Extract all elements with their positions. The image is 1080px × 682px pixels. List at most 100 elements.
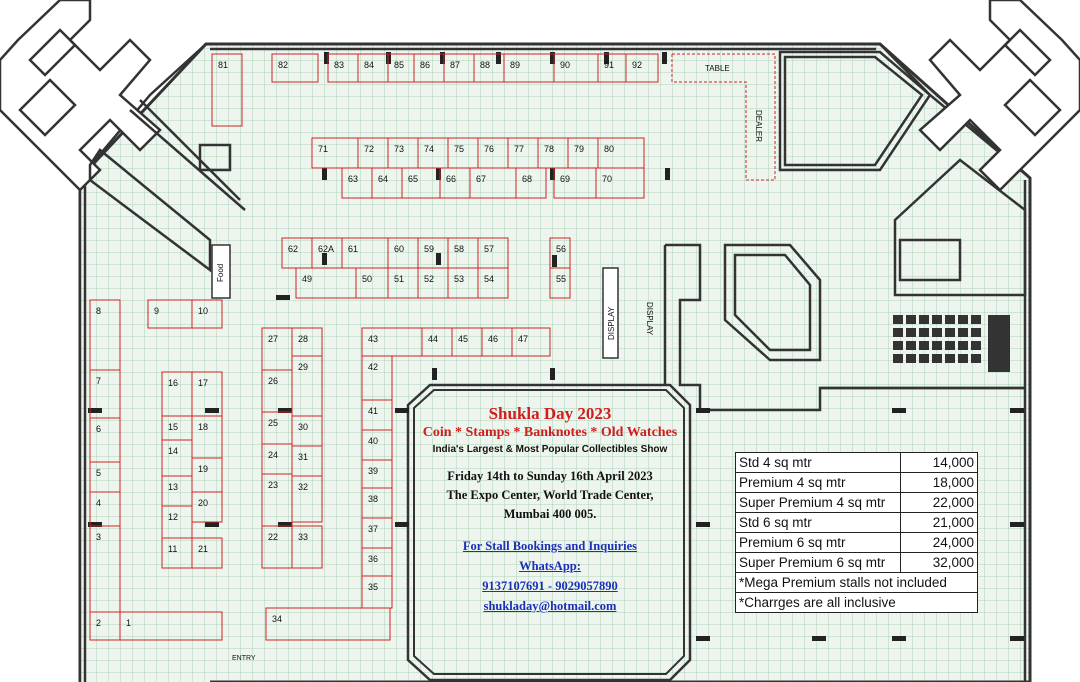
stall-number: 39 — [368, 466, 378, 476]
stall-number: 57 — [484, 244, 494, 254]
stall-number: 81 — [218, 60, 228, 70]
food-counter — [211, 244, 231, 299]
stall-3[interactable] — [89, 525, 121, 613]
seat — [971, 341, 981, 350]
stall-number: 14 — [168, 446, 178, 456]
stall-82[interactable] — [271, 53, 319, 83]
stall-number: 3 — [96, 532, 101, 542]
stall-number: 35 — [368, 582, 378, 592]
stall-price: 14,000 — [900, 452, 978, 473]
stall-number: 77 — [514, 144, 524, 154]
stall-number: 23 — [268, 480, 278, 490]
stall-81[interactable] — [211, 53, 243, 127]
stall-80[interactable] — [597, 137, 645, 169]
stall-8[interactable] — [89, 299, 121, 371]
stall-1[interactable] — [119, 611, 223, 641]
stall-7[interactable] — [89, 369, 121, 419]
stall-number: 17 — [198, 378, 208, 388]
stall-type: Std 6 sq mtr — [735, 512, 901, 533]
stall-number: 16 — [168, 378, 178, 388]
stall-number: 21 — [198, 544, 208, 554]
stall-number: 47 — [518, 334, 528, 344]
stall-number: 83 — [334, 60, 344, 70]
event-info-panel: Shukla Day 2023 Coin * Stamps * Banknote… — [414, 400, 686, 616]
stall-number: 62 — [288, 244, 298, 254]
seat — [893, 354, 903, 363]
table-label: TABLE — [705, 64, 730, 73]
stall-number: 60 — [394, 244, 404, 254]
seat — [906, 354, 916, 363]
event-dates: Friday 14th to Sunday 16th April 2023 — [447, 469, 653, 483]
stall-number: 37 — [368, 524, 378, 534]
stall-number: 41 — [368, 406, 378, 416]
stall-10[interactable] — [191, 299, 223, 329]
stall-12[interactable] — [161, 505, 193, 539]
stall-price: 21,000 — [900, 512, 978, 533]
stall-35[interactable] — [361, 575, 393, 609]
stall-62A[interactable] — [311, 237, 343, 269]
stall-5[interactable] — [89, 461, 121, 493]
stall-number: 12 — [168, 512, 178, 522]
display-label-2: DISPLAY — [645, 302, 654, 336]
stall-6[interactable] — [89, 417, 121, 463]
seat — [945, 328, 955, 337]
stall-number: 40 — [368, 436, 378, 446]
seat — [932, 328, 942, 337]
stall-number: 31 — [298, 452, 308, 462]
stall-34[interactable] — [265, 607, 391, 641]
stall-47[interactable] — [511, 327, 551, 357]
stall-25[interactable] — [261, 411, 293, 445]
stall-number: 44 — [428, 334, 438, 344]
seat — [893, 315, 903, 324]
stall-number: 50 — [362, 274, 372, 284]
seat — [906, 328, 916, 337]
seat — [971, 328, 981, 337]
stall-type: Super Premium 6 sq mtr — [735, 552, 901, 573]
stall-number: 84 — [364, 60, 374, 70]
venue-line-2: Mumbai 400 005. — [503, 507, 597, 521]
stall-number: 29 — [298, 362, 308, 372]
stall-number: 45 — [458, 334, 468, 344]
seat — [971, 354, 981, 363]
stall-number: 34 — [272, 614, 282, 624]
stall-56[interactable] — [549, 237, 571, 269]
stall-number: 53 — [454, 274, 464, 284]
stall-number: 15 — [168, 422, 178, 432]
stall-4[interactable] — [89, 491, 121, 527]
stall-32[interactable] — [291, 475, 323, 523]
stall-number: 92 — [632, 60, 642, 70]
stall-price: 22,000 — [900, 492, 978, 513]
stall-number: 75 — [454, 144, 464, 154]
stall-number: 87 — [450, 60, 460, 70]
stall-number: 78 — [544, 144, 554, 154]
whatsapp-label[interactable]: WhatsApp: — [519, 559, 581, 573]
stall-number: 33 — [298, 532, 308, 542]
stall-number: 73 — [394, 144, 404, 154]
phone-numbers[interactable]: 9137107691 - 9029057890 — [482, 579, 618, 593]
seat — [932, 315, 942, 324]
seat — [958, 328, 968, 337]
email-link[interactable]: shukladay@hotmail.com — [483, 599, 617, 613]
stall-number: 19 — [198, 464, 208, 474]
stall-number: 61 — [348, 244, 358, 254]
stall-2[interactable] — [89, 611, 121, 641]
stall-92[interactable] — [625, 53, 659, 83]
seat — [945, 341, 955, 350]
display-label-1: DISPLAY — [607, 306, 616, 340]
stall-number: 28 — [298, 334, 308, 344]
stall-33[interactable] — [291, 525, 323, 569]
stall-21[interactable] — [191, 537, 223, 569]
stall-type: Premium 6 sq mtr — [735, 532, 901, 553]
stair-tower-right — [918, 0, 1080, 192]
stall-number: 89 — [510, 60, 520, 70]
info-room-inner-wall — [413, 389, 685, 675]
stall-20[interactable] — [191, 491, 223, 523]
booking-link[interactable]: For Stall Bookings and Inquiries — [462, 539, 638, 553]
